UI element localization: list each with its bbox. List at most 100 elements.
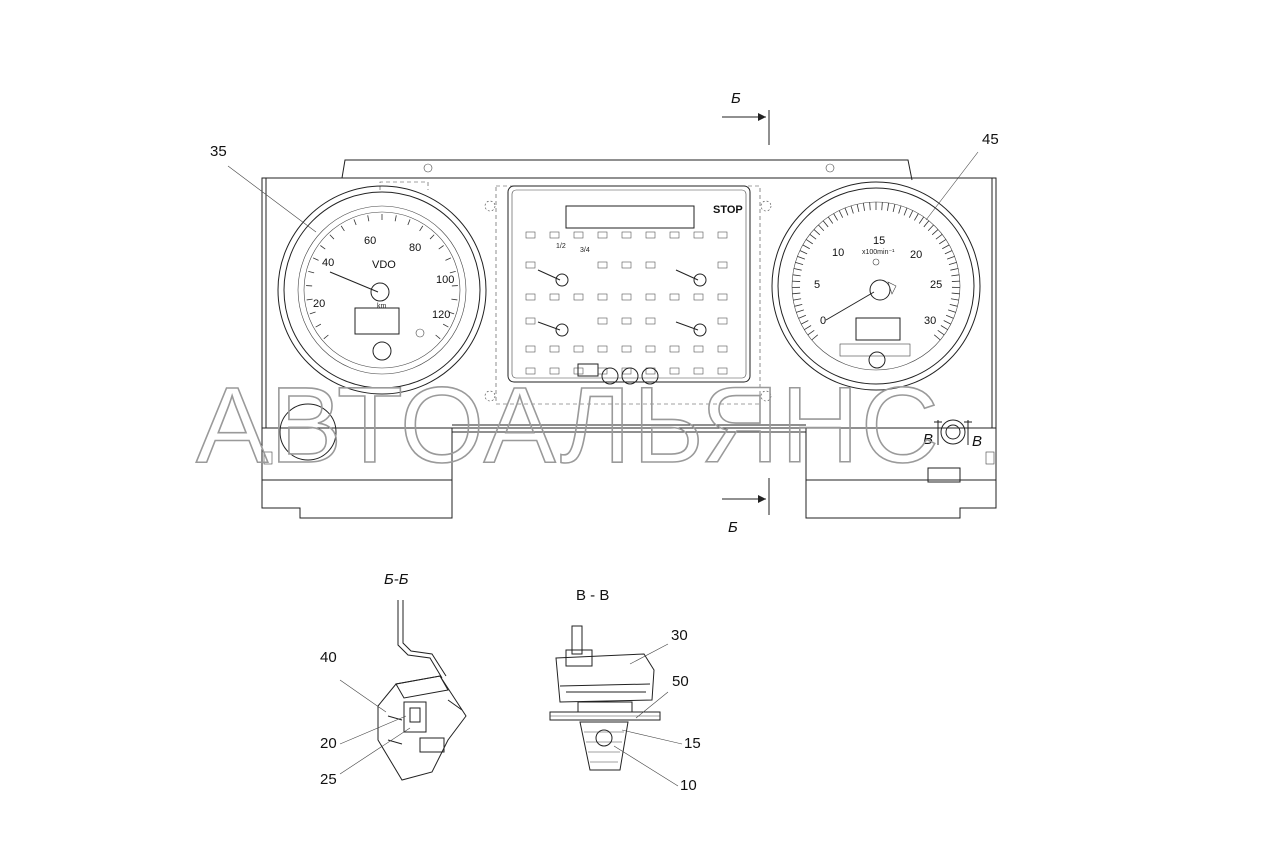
callout-10: 10 [680, 777, 697, 794]
dial-tick [892, 204, 896, 213]
dial-tick [949, 303, 958, 307]
dial-tick [838, 210, 844, 218]
connector-v: В В [923, 419, 982, 450]
warning-lamp-icon [621, 317, 632, 325]
warning-lamp-icon [717, 261, 728, 269]
dial-tick [309, 311, 316, 315]
tacho-tick-20: 20 [910, 249, 922, 261]
warning-lamp-icon [573, 345, 584, 353]
tacho-tick-25: 25 [930, 279, 942, 291]
dial-tick [822, 220, 829, 228]
warning-lamp-icon [669, 345, 680, 353]
dial-tick [308, 271, 315, 274]
dial-tick [945, 314, 954, 319]
warning-lamp-icon [621, 367, 632, 375]
dial-tick [881, 202, 883, 211]
speedo-tick-120: 120 [432, 309, 450, 321]
dial-tick [869, 202, 871, 211]
warning-lamp-icon [621, 293, 632, 301]
warning-lamp-icon [621, 345, 632, 353]
dial-tick [833, 213, 838, 221]
dial-tick [942, 244, 950, 250]
dial-tick [445, 257, 452, 261]
dial-tick [948, 309, 956, 313]
warning-lamp-icon [549, 345, 560, 353]
dial-tick [407, 219, 411, 226]
dial-tick [950, 298, 959, 301]
dial-tick [367, 215, 370, 222]
callout-30: 30 [671, 627, 688, 644]
dial-tick [306, 298, 313, 301]
warning-lamp-icon [621, 231, 632, 239]
section-v-right-mark: В [972, 433, 982, 450]
center-text-display [565, 205, 695, 229]
tachometer-unit: x100min⁻¹ [862, 249, 895, 256]
odometer-display [354, 307, 400, 335]
dial-tick [448, 311, 455, 315]
dial-tick [795, 261, 804, 266]
speedo-tick-80: 80 [409, 242, 421, 254]
warning-lamp-icon [693, 367, 704, 375]
warning-lamp-icon [717, 317, 728, 325]
tachometer-display [855, 317, 901, 341]
callout-40: 40 [320, 649, 337, 666]
dial-tick [918, 216, 925, 224]
callout-35: 35 [210, 143, 227, 160]
warning-lamp-icon [693, 345, 704, 353]
dial-tick [802, 244, 810, 250]
dial-tick [320, 245, 326, 250]
dial-tick [793, 298, 802, 301]
left-round-fitting [279, 403, 337, 461]
warning-lamp-icon [717, 231, 728, 239]
dial-tick [797, 255, 806, 260]
speedometer-needle [329, 271, 379, 293]
dial-tick [950, 268, 959, 271]
dial-tick [312, 257, 319, 261]
warning-lamp-icon [669, 367, 680, 375]
dial-tick [394, 215, 397, 222]
dial-tick [809, 233, 817, 240]
dial-tick [804, 325, 812, 331]
dial-tick [827, 216, 834, 224]
dial-tick [315, 323, 322, 328]
dial-tick [813, 229, 821, 236]
dial-tick [937, 329, 945, 336]
dial-tick [811, 334, 819, 341]
dial-tick [323, 334, 329, 340]
section-b-marks: Б Б [722, 90, 770, 536]
tachometer-knob [868, 351, 886, 369]
speedometer: VDO km 20 40 60 80 100 120 [277, 185, 487, 395]
warning-lamp-icon [525, 261, 536, 269]
warning-lamp-icon [525, 345, 536, 353]
dial-tick [796, 309, 804, 313]
dial-tick [792, 292, 801, 295]
dial-tick [419, 225, 424, 232]
fuel-half-label: 1/2 [556, 243, 566, 250]
dial-tick [951, 292, 960, 295]
section-bb-title: Б-Б [384, 571, 409, 588]
dial-tick [794, 303, 803, 307]
dial-tick [856, 204, 860, 213]
warning-lamp-icon [693, 231, 704, 239]
dial-tick [931, 229, 939, 236]
tachometer-needle [825, 291, 875, 321]
speedo-tick-60: 60 [364, 235, 376, 247]
dial-tick [850, 205, 854, 214]
section-b-bottom-mark: Б [728, 519, 738, 536]
dial-tick [792, 274, 801, 277]
dial-tick [933, 334, 941, 341]
dial-tick [442, 323, 449, 328]
callout-25: 25 [320, 771, 337, 788]
warning-lamp-icon [525, 317, 536, 325]
warning-lamp-icon [717, 345, 728, 353]
tachometer-hub [869, 279, 891, 301]
main-callouts: 35 45 [210, 131, 999, 233]
warning-lamp-icon [597, 261, 608, 269]
speedometer-unit: km [377, 303, 387, 310]
speedo-tick-100: 100 [436, 274, 454, 286]
fuel-three-quarter-label: 3/4 [580, 247, 590, 254]
dial-tick [914, 213, 919, 221]
dial-tick [451, 298, 458, 301]
dial-tick [887, 202, 890, 211]
warning-lamp-icon [525, 293, 536, 301]
